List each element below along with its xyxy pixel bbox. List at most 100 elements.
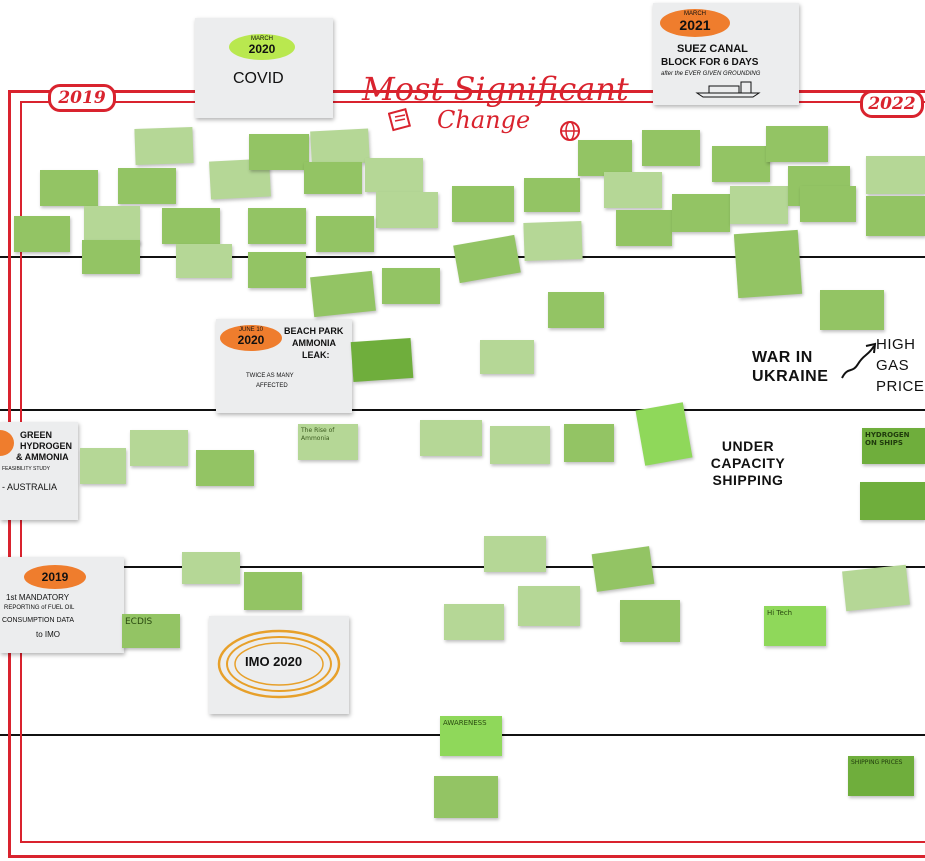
event-text-suez-3: after the EVER GIVEN GROUNDING <box>661 71 761 77</box>
event-card-covid: MARCH 2020 COVID <box>195 18 333 118</box>
sticky-note <box>130 430 188 466</box>
annotation-war-in-ukraine: WAR IN UKRAINE <box>752 349 829 385</box>
sticky-note <box>244 572 302 610</box>
frame-top-inner <box>20 101 925 103</box>
board-title: Most Significant Change <box>362 70 629 140</box>
event-text-beach-park-2: AMMONIA <box>292 338 336 348</box>
board-title-line1: Most Significant <box>362 70 629 108</box>
sticky-note <box>453 234 521 284</box>
date-badge-suez: MARCH 2021 <box>660 9 730 37</box>
event-text-suez-1: SUEZ CANAL <box>677 43 748 55</box>
sticky-note <box>842 564 910 612</box>
sticky-note <box>80 448 126 484</box>
sticky-note <box>444 604 504 640</box>
sticky-note <box>304 162 362 194</box>
sticky-note <box>635 402 693 466</box>
event-card-imo2020: IMO 2020 <box>209 616 349 714</box>
sticky-note <box>672 194 730 232</box>
sticky-note <box>484 536 546 572</box>
sticky-note <box>182 552 240 584</box>
sticky-note <box>712 146 770 182</box>
event-text-beach-park-5: AFFECTED <box>256 383 288 389</box>
sticky-note <box>642 130 700 166</box>
sticky-note <box>480 340 534 374</box>
year-start-tag: 2019 <box>48 84 116 112</box>
sticky-rise-of-ammonia-text: The Rise of Ammonia <box>301 427 335 442</box>
sticky-note <box>604 172 662 208</box>
sticky-note <box>382 268 440 304</box>
date-badge-mandatory-reporting: 2019 <box>24 565 86 589</box>
frame-bottom-inner <box>20 841 925 843</box>
event-text-covid: COVID <box>233 70 284 87</box>
event-text-hydrogen-2: HYDROGEN <box>20 441 73 451</box>
sticky-note <box>523 220 583 262</box>
event-text-hydrogen-1: GREEN <box>20 430 53 440</box>
sticky-note <box>310 270 376 318</box>
sticky-note: The Rise of Ammonia <box>298 424 358 460</box>
sticky-awareness-text: AWARENESS <box>443 719 487 727</box>
globe-doodle-icon <box>560 121 580 141</box>
frame-bottom-outer <box>8 855 925 858</box>
sticky-note <box>620 600 680 642</box>
event-text-reporting-3: CONSUMPTION DATA <box>2 617 75 624</box>
sticky-shipping-prices-text: SHIPPING PRICES <box>851 759 903 766</box>
sticky-note <box>365 158 423 192</box>
notebook-doodle-icon <box>388 108 412 132</box>
date-badge-green-hydrogen <box>0 430 14 456</box>
sticky-note <box>616 210 672 246</box>
sticky-note: ECDIS <box>122 614 180 648</box>
imo2020-swirl-icon <box>217 629 341 699</box>
sticky-note <box>248 208 306 244</box>
sticky-note <box>766 126 828 162</box>
event-text-reporting-2: REPORTING of FUEL OIL <box>4 605 75 611</box>
sticky-note <box>350 337 414 383</box>
sticky-note <box>316 216 374 252</box>
sticky-note: AWARENESS <box>440 716 502 756</box>
sticky-ecdis-text: ECDIS <box>125 617 153 627</box>
sticky-note <box>866 196 925 236</box>
annotation-under-capacity-shipping: UNDER CAPACITY SHIPPING <box>710 438 786 488</box>
sticky-note <box>14 216 70 252</box>
sticky-note <box>524 178 580 212</box>
date-badge-beach-park: JUNE 10 2020 <box>220 325 282 351</box>
sticky-note <box>434 776 498 818</box>
event-text-beach-park-1: BEACH PARK <box>284 326 344 336</box>
row-divider-3 <box>0 566 925 568</box>
ship-sketch-icon <box>695 81 761 98</box>
sticky-note <box>84 206 140 244</box>
sticky-note <box>196 450 254 486</box>
sticky-note <box>591 546 655 592</box>
sticky-note <box>310 128 370 166</box>
sticky-note <box>82 240 140 274</box>
sticky-note <box>248 252 306 288</box>
event-card-mandatory-reporting: 2019 1st MANDATORY REPORTING of FUEL OIL… <box>0 557 124 653</box>
sticky-note <box>40 170 98 206</box>
sticky-note <box>420 420 482 456</box>
sticky-note <box>866 156 925 194</box>
event-text-hydrogen-3: & AMMONIA <box>16 452 69 462</box>
event-text-reporting-4: to IMO <box>36 630 61 639</box>
sticky-hydrogen-ships-text: HYDROGEN ON SHIPS <box>865 431 910 447</box>
event-text-imo2020: IMO 2020 <box>245 654 303 669</box>
row-divider-2 <box>0 409 925 411</box>
sticky-note <box>730 186 788 224</box>
annotation-high-gas-price: HIGH GAS PRICE <box>876 336 925 395</box>
sticky-hi-tech-text: Hi Tech <box>767 609 793 617</box>
sticky-note <box>118 168 176 204</box>
sticky-note <box>518 586 580 626</box>
sticky-note <box>820 290 884 330</box>
sticky-note <box>800 186 856 222</box>
board-title-line2: Change <box>437 106 531 134</box>
event-card-suez: MARCH 2021 SUEZ CANAL BLOCK FOR 6 DAYS a… <box>653 3 799 105</box>
sticky-note <box>162 208 220 244</box>
sticky-note: SHIPPING PRICES <box>848 756 914 796</box>
year-end-tag: 2022 <box>860 90 924 118</box>
trend-arrow-icon <box>841 342 877 379</box>
sticky-note <box>564 424 614 462</box>
sticky-note <box>860 482 925 520</box>
event-text-hydrogen-5: - AUSTRALIA <box>2 482 58 492</box>
sticky-note <box>134 126 194 166</box>
sticky-note <box>249 134 309 170</box>
frame-top-outer <box>8 90 925 93</box>
